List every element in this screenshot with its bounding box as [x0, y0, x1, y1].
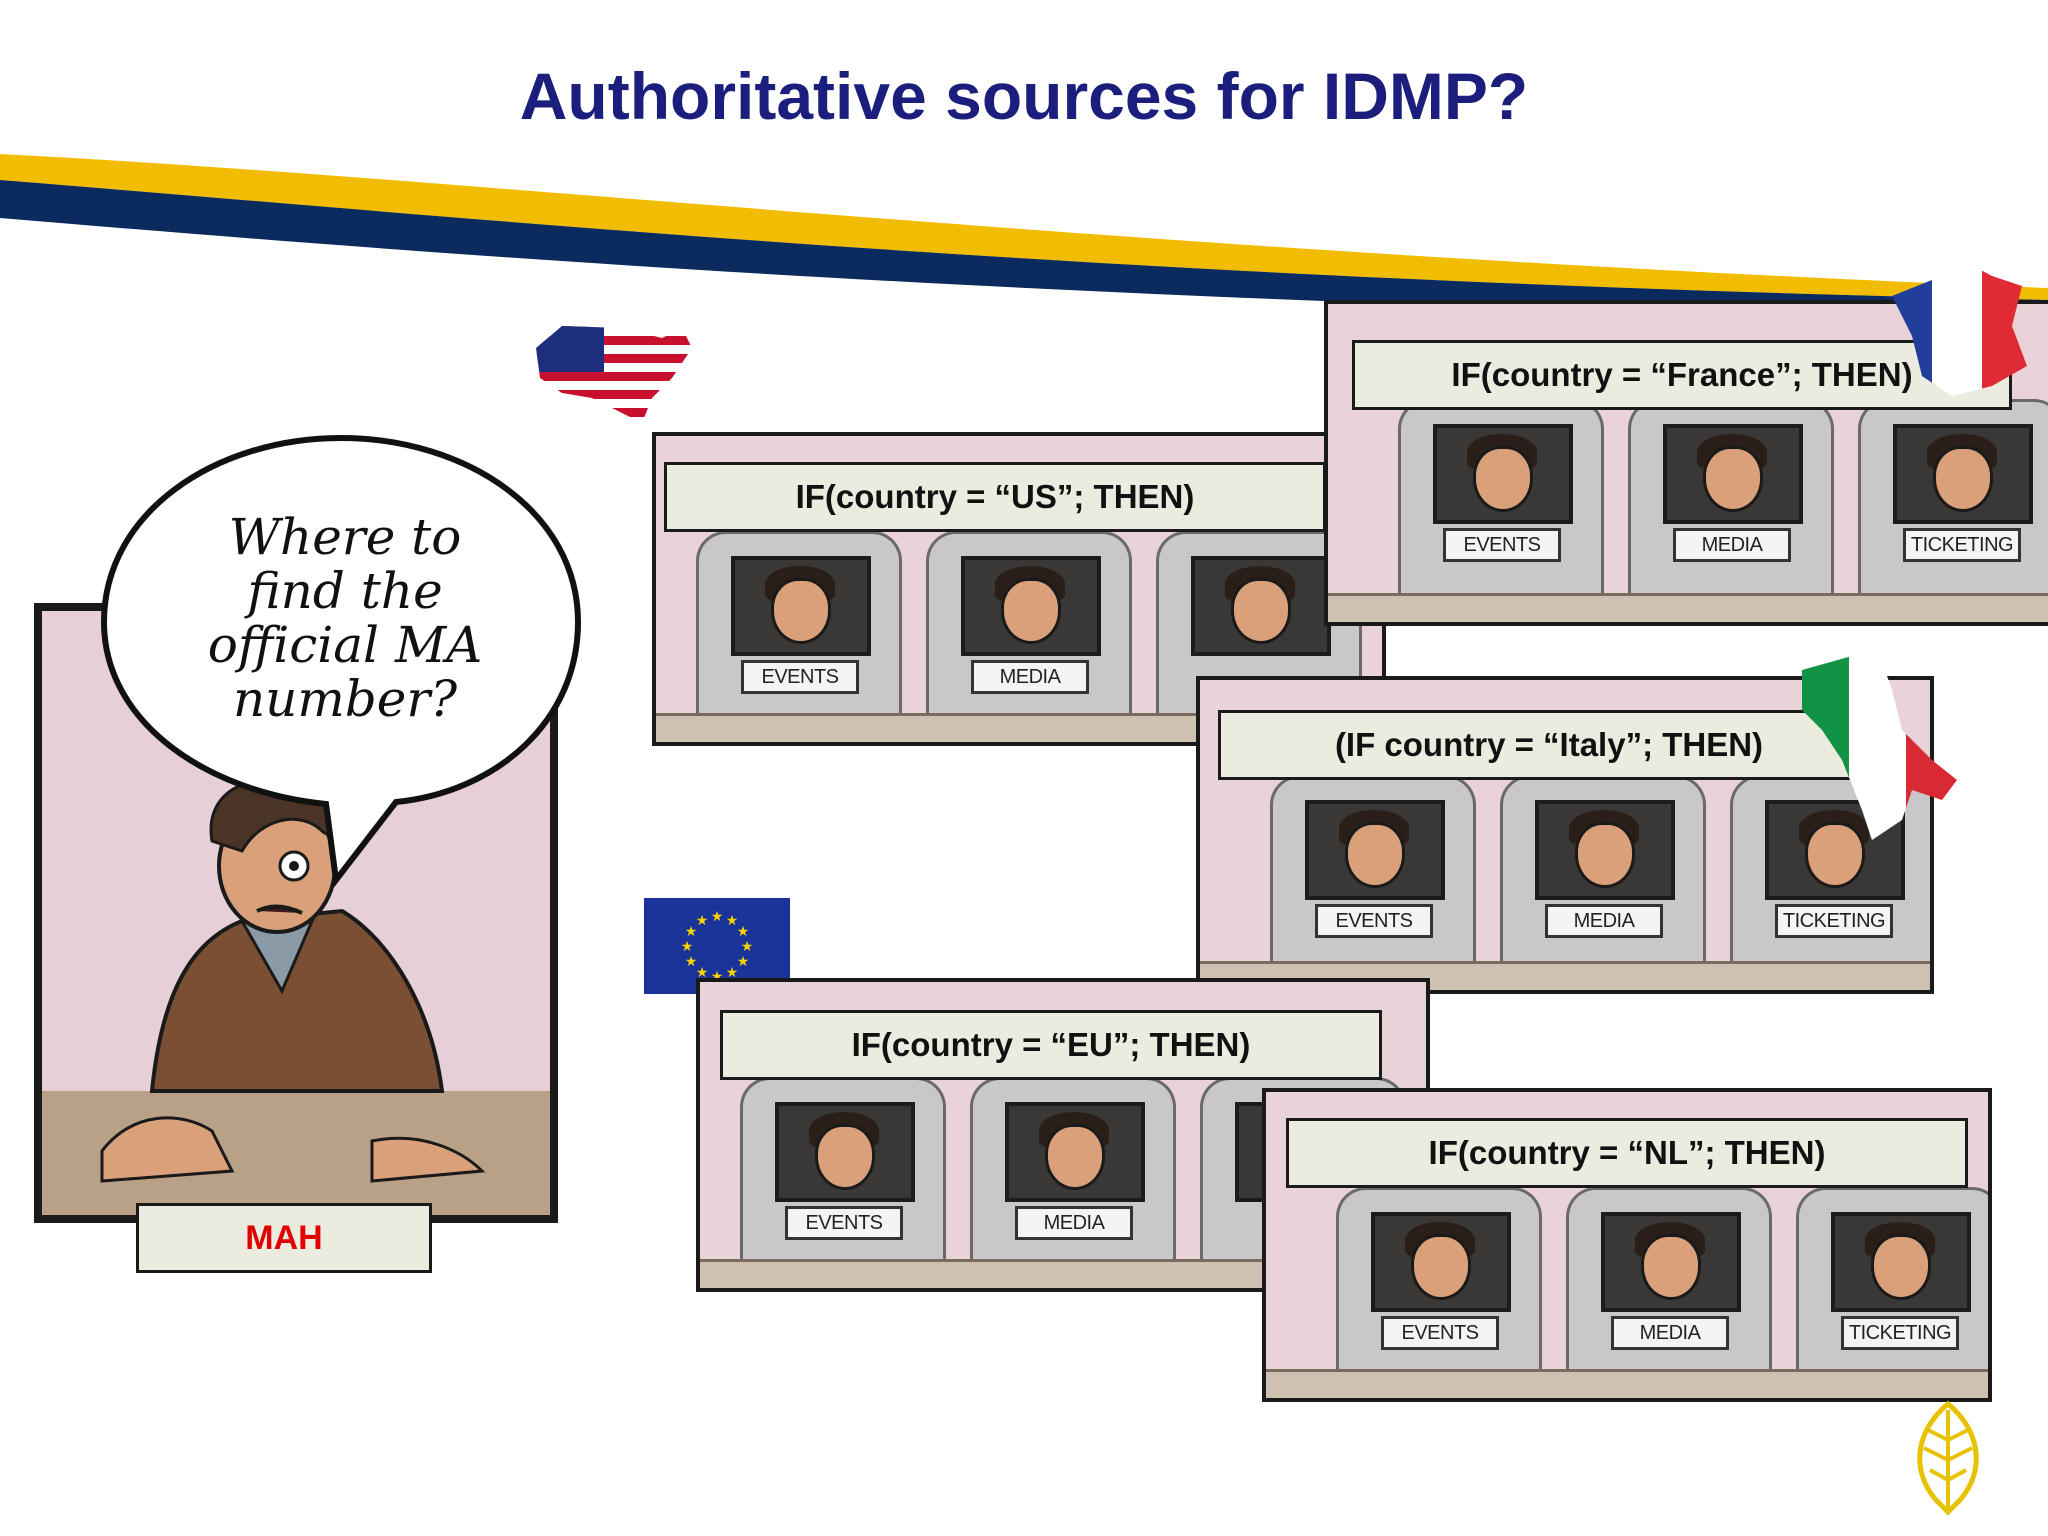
booth-window: [731, 556, 871, 656]
eu-star: ★: [696, 912, 709, 928]
booth-label-ticketing: TICKETING: [1841, 1316, 1959, 1350]
booth-events: EVENTS: [1270, 775, 1476, 964]
booth-label-events: EVENTS: [741, 660, 859, 694]
booth-label-ticketing: TICKETING: [1775, 904, 1893, 938]
leaf-logo-icon: [1917, 1400, 1979, 1516]
booth-label-events: EVENTS: [1315, 904, 1433, 938]
eu-condition-label: IF(country = “EU”; THEN): [720, 1010, 1382, 1080]
mah-label: MAH: [136, 1203, 432, 1273]
booth-ticketing: [1156, 531, 1362, 716]
eu-star: ★: [681, 938, 694, 954]
slide-title: Authoritative sources for IDMP?: [519, 59, 1529, 133]
booth-window: [1893, 424, 2033, 524]
booth-media: MEDIA: [970, 1077, 1176, 1262]
eu-star: ★: [741, 938, 754, 954]
booth-events: EVENTS: [696, 531, 902, 716]
booth-window: [961, 556, 1101, 656]
booth-label-media: MEDIA: [1673, 528, 1791, 562]
booth-window: [1191, 556, 1331, 656]
booth-events: EVENTS: [740, 1077, 946, 1262]
nl-condition-label: IF(country = “NL”; THEN): [1286, 1118, 1968, 1188]
booth-ticketing: TICKETING: [1858, 399, 2048, 596]
france-flag-map-icon: [1892, 260, 2027, 396]
booth-media: MEDIA: [1628, 399, 1834, 596]
booth-window: [1371, 1212, 1511, 1312]
booth-label-media: MEDIA: [1545, 904, 1663, 938]
italy-condition-label: (IF country = “Italy”; THEN): [1218, 710, 1880, 780]
bubble-line-4: number?: [232, 670, 458, 728]
italy-flag-map-icon: [1802, 656, 1957, 840]
booth-label-media: MEDIA: [1015, 1206, 1133, 1240]
booth-events: EVENTS: [1336, 1187, 1542, 1372]
booth-window: [1535, 800, 1675, 900]
booth-label-events: EVENTS: [1381, 1316, 1499, 1350]
booth-window: [1831, 1212, 1971, 1312]
eu-star: ★: [737, 923, 750, 939]
speech-bubble: [100, 434, 582, 888]
booth-window: [1305, 800, 1445, 900]
booth-window: [775, 1102, 915, 1202]
booth-label-ticketing: TICKETING: [1903, 528, 2021, 562]
us-flag-map-icon: [536, 326, 692, 423]
booth-events: EVENTS: [1398, 399, 1604, 596]
eu-star: ★: [696, 964, 709, 980]
us-condition-label: IF(country = “US”; THEN): [664, 462, 1326, 532]
booth-window: [1601, 1212, 1741, 1312]
header-swoosh: [0, 154, 2048, 320]
bubble-line-1: Where to: [228, 508, 462, 566]
booth-window: [1005, 1102, 1145, 1202]
booth-label-events: EVENTS: [785, 1206, 903, 1240]
bubble-line-3: official MA: [207, 616, 483, 674]
booth-label-events: EVENTS: [1443, 528, 1561, 562]
eu-star: ★: [726, 964, 739, 980]
booth-media: MEDIA: [1500, 775, 1706, 964]
bubble-line-2: find the: [247, 562, 443, 620]
booth-label-media: MEDIA: [971, 660, 1089, 694]
booth-window: [1433, 424, 1573, 524]
mah-character-illustration: [42, 778, 550, 1215]
speech-bubble-text: Where to find the official MA number?: [160, 510, 530, 726]
eu-star: ★: [737, 953, 750, 969]
booth-label-media: MEDIA: [1611, 1316, 1729, 1350]
eu-star: ★: [685, 923, 698, 939]
booth-ticketing: TICKETING: [1796, 1187, 1988, 1372]
booth-media: MEDIA: [926, 531, 1132, 716]
eu-star: ★: [685, 953, 698, 969]
booth-window: [1663, 424, 1803, 524]
booth-media: MEDIA: [1566, 1187, 1772, 1372]
eu-star: ★: [726, 912, 739, 928]
eu-star: ★: [711, 908, 724, 924]
